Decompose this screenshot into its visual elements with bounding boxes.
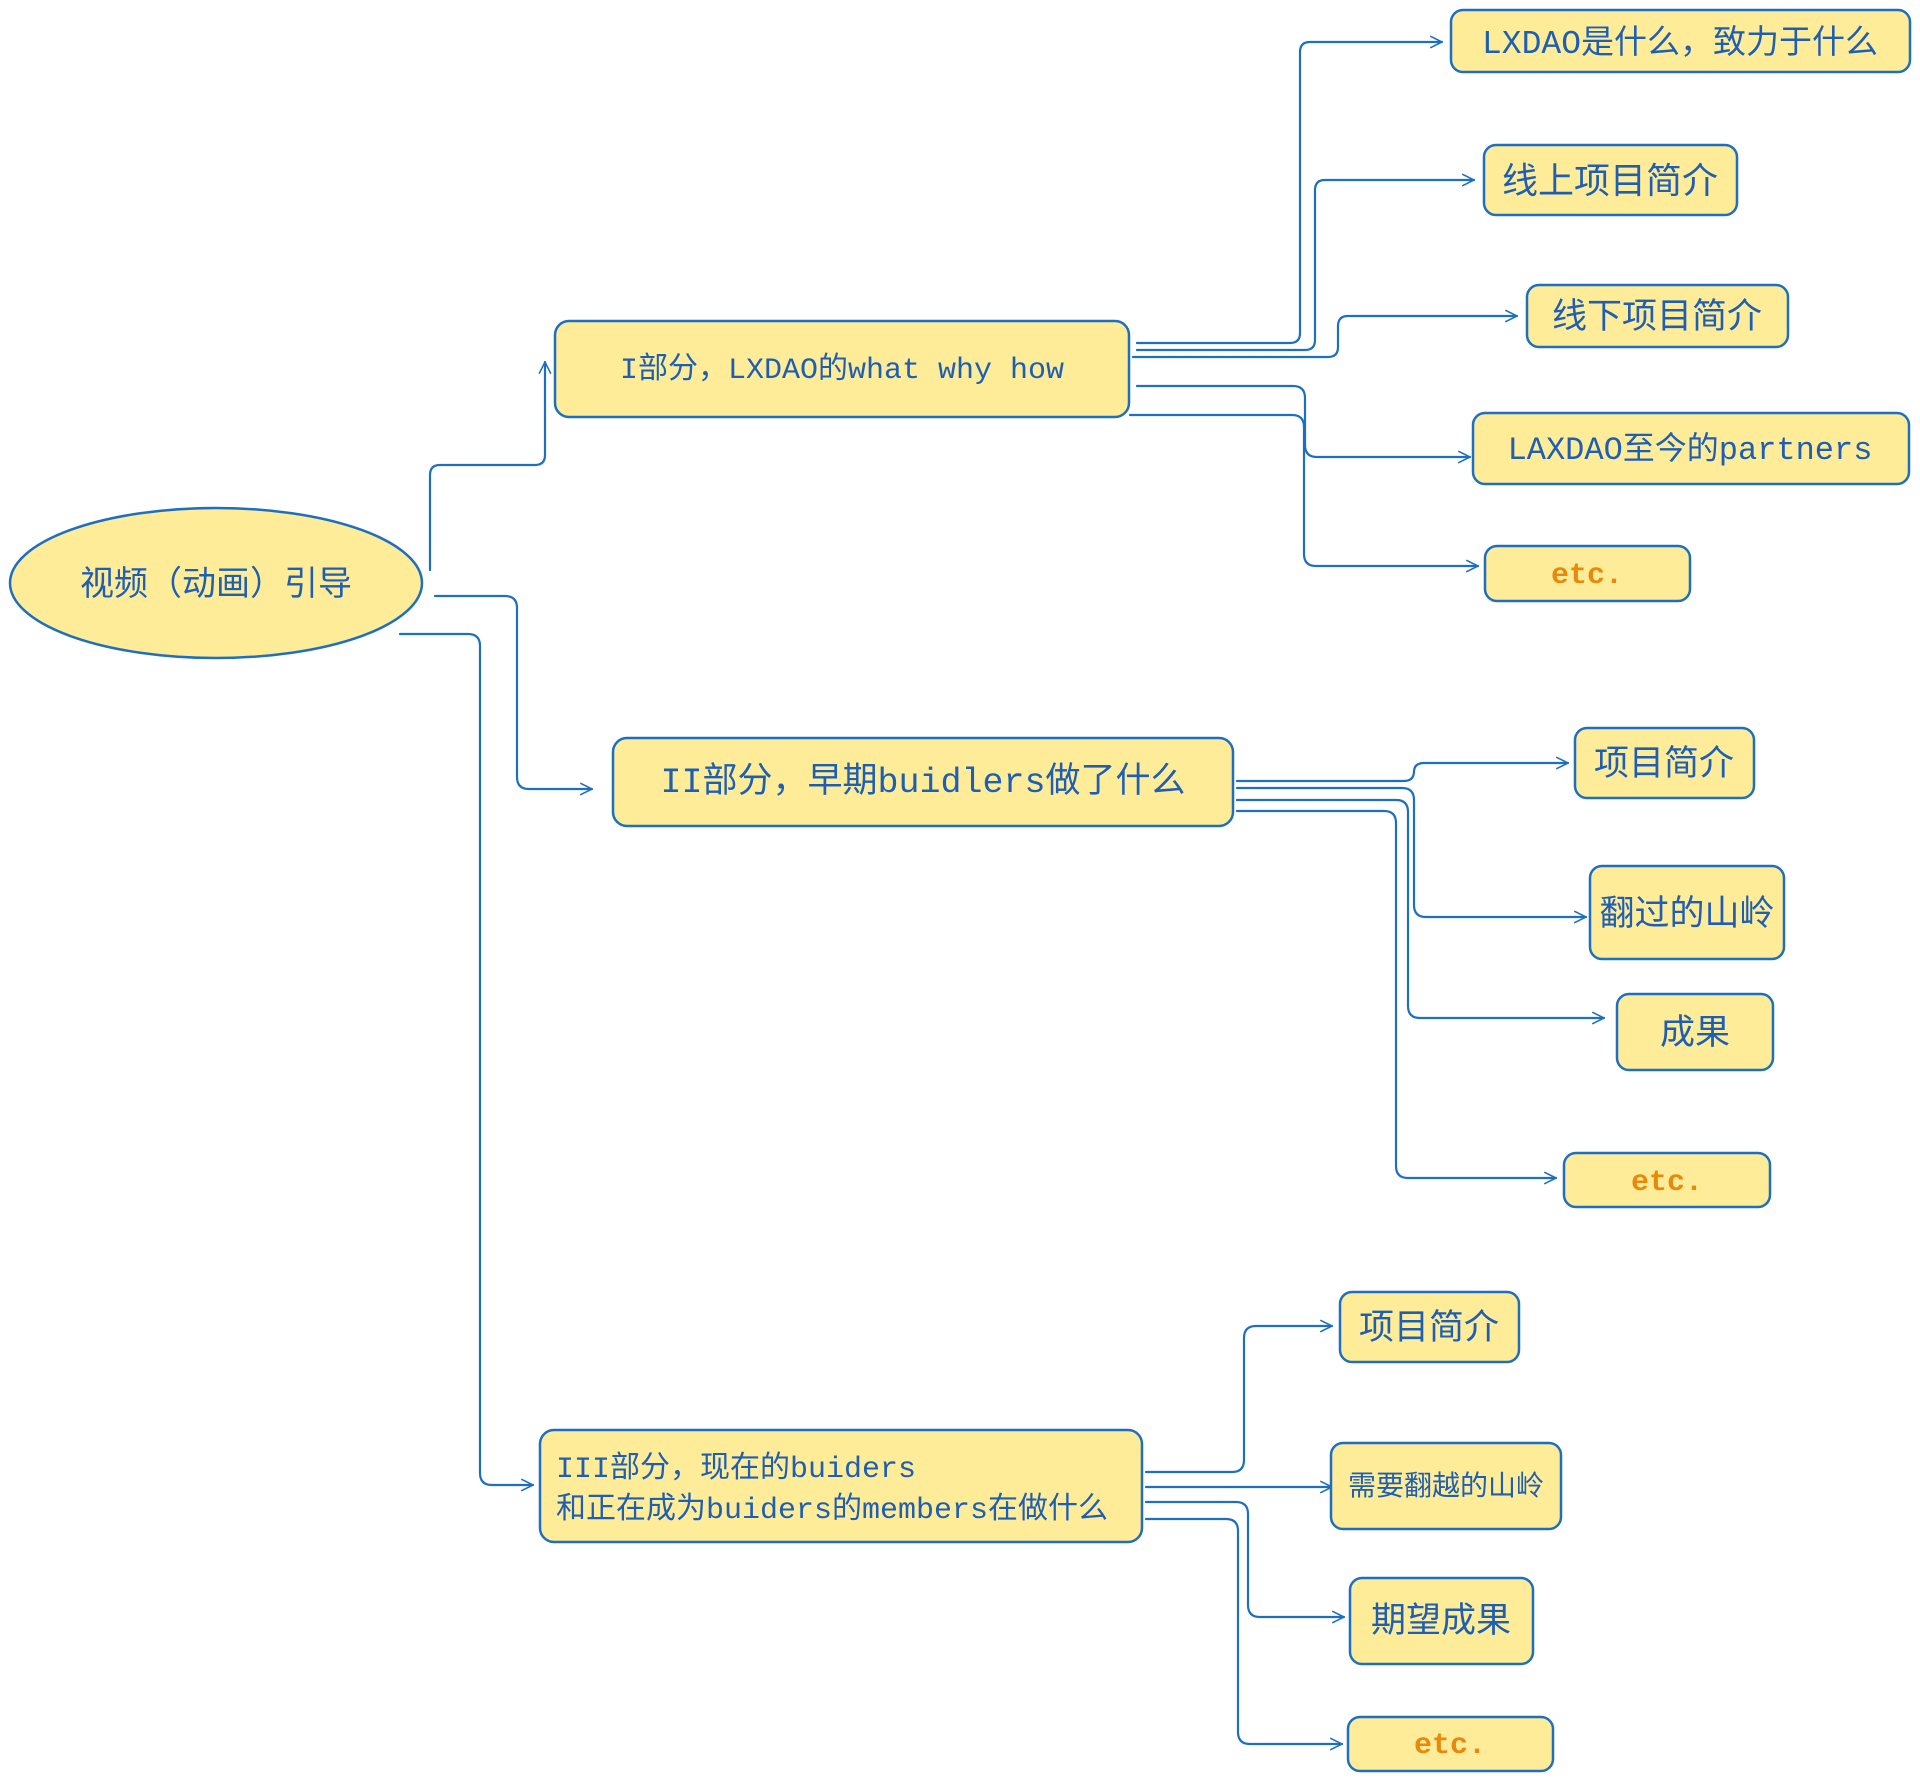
s3-child-2-label: 需要翻越的山岭: [1348, 1469, 1544, 1502]
edge-s1-child-5: [1128, 413, 1480, 573]
s1-child-5-node[interactable]: etc.: [1483, 544, 1692, 603]
edge-s1-child-4: [1135, 384, 1472, 464]
section-3-label-line-2: 和正在成为buiders的members在做什么: [556, 1492, 1108, 1528]
edge-root-to-section-1: [428, 360, 552, 572]
edge-s1-child-3: [1131, 309, 1519, 359]
s2-child-1-node[interactable]: 项目简介: [1573, 726, 1756, 800]
edge-s3-child-4: [1144, 1517, 1344, 1751]
s2-child-1-label: 项目简介: [1594, 744, 1734, 784]
edge-s3-child-3: [1144, 1500, 1346, 1624]
s3-child-4-label: etc.: [1414, 1729, 1486, 1763]
s3-child-3-node[interactable]: 期望成果: [1348, 1576, 1535, 1666]
s2-child-3-node[interactable]: 成果: [1615, 992, 1775, 1072]
s1-child-2-node[interactable]: 线上项目简介: [1482, 143, 1739, 217]
s2-child-2-label: 翻过的山岭: [1599, 894, 1774, 934]
root-node[interactable]: 视频（动画）引导: [8, 506, 424, 660]
s3-child-2-node[interactable]: 需要翻越的山岭: [1329, 1441, 1563, 1531]
s1-child-4-node[interactable]: LAXDAO至今的partners: [1471, 411, 1911, 486]
s3-child-4-node[interactable]: etc.: [1346, 1715, 1555, 1773]
section-2-label: II部分，早期buidlers做了什么: [660, 761, 1185, 803]
section-1-node[interactable]: I部分，LXDAO的what why how: [553, 319, 1131, 419]
edge-s1-child-1: [1135, 35, 1444, 345]
edge-root-to-section-3: [398, 632, 535, 1492]
edge-s1-child-2: [1135, 173, 1476, 352]
section-3-node[interactable]: III部分，现在的buiders 和正在成为buiders的members在做什…: [538, 1428, 1144, 1544]
section-3-label-line-1: III部分，现在的buiders: [556, 1451, 916, 1487]
edge-root-to-section-2: [433, 594, 594, 796]
s1-child-3-label: 线下项目简介: [1552, 297, 1762, 337]
edge-s2-child-2: [1235, 786, 1588, 924]
edge-s2-child-4: [1235, 809, 1558, 1185]
s2-child-3-label: 成果: [1660, 1013, 1730, 1053]
edge-s2-child-1: [1235, 756, 1570, 783]
section-2-node[interactable]: II部分，早期buidlers做了什么: [611, 736, 1235, 828]
s2-child-4-node[interactable]: etc.: [1562, 1151, 1772, 1209]
s3-child-3-label: 期望成果: [1371, 1601, 1511, 1641]
s1-child-3-node[interactable]: 线下项目简介: [1525, 283, 1790, 349]
s3-child-1-label: 项目简介: [1359, 1308, 1499, 1348]
s2-child-2-node[interactable]: 翻过的山岭: [1588, 864, 1786, 961]
s3-child-1-node[interactable]: 项目简介: [1338, 1290, 1521, 1364]
s1-child-2-label: 线上项目简介: [1502, 161, 1718, 202]
s1-child-4-label: LAXDAO至今的partners: [1508, 431, 1873, 469]
s1-child-1-node[interactable]: LXDAO是什么，致力于什么: [1449, 8, 1912, 74]
s1-child-1-label: LXDAO是什么，致力于什么: [1482, 24, 1878, 63]
section-1-label: I部分，LXDAO的what why how: [620, 352, 1064, 388]
root-label: 视频（动画）引导: [80, 564, 352, 604]
edge-s3-child-1: [1144, 1319, 1334, 1474]
s2-child-4-label: etc.: [1631, 1166, 1703, 1200]
s1-child-5-label: etc.: [1551, 559, 1623, 593]
edge-s2-child-3: [1235, 798, 1606, 1025]
